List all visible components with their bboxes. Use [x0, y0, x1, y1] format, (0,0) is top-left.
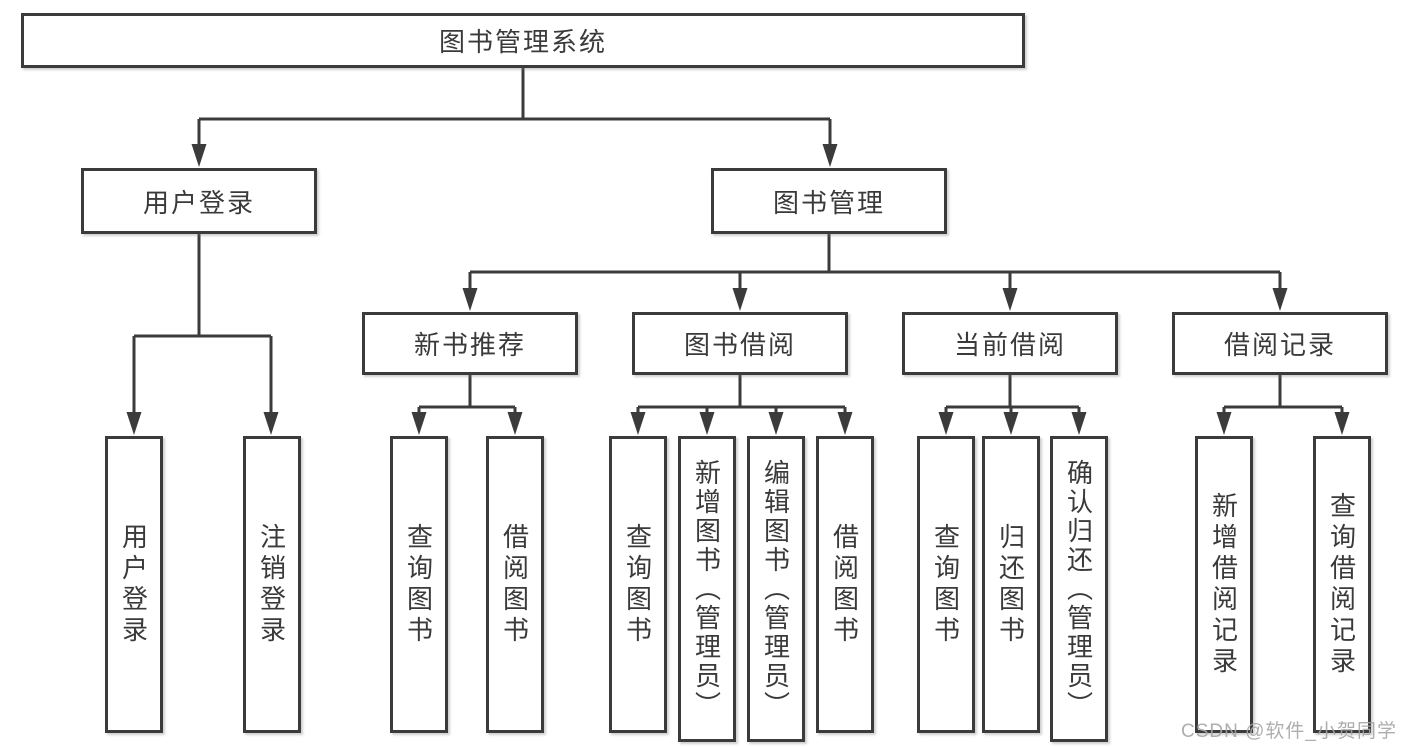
leaf-borrow-books-recommend: 借阅图书 — [486, 436, 544, 733]
node-book-management: 图书管理 — [711, 168, 947, 234]
node-label: 用户登录 — [142, 187, 255, 218]
leaf-borrow-books: 借阅图书 — [816, 436, 874, 733]
node-label: 借阅记录 — [1223, 330, 1336, 360]
leaf-user-login: 用户登录 — [105, 436, 163, 733]
node-current-borrowing: 当前借阅 — [902, 312, 1118, 375]
node-label: 新书推荐 — [413, 330, 526, 360]
leaf-label: 查询图书 — [930, 522, 961, 647]
leaf-add-borrow-record: 新增借阅记录 — [1195, 436, 1253, 733]
node-label: 图书借阅 — [683, 330, 796, 360]
node-label: 图书管理系统 — [438, 27, 607, 57]
leaf-label: 查询借阅记录 — [1326, 491, 1357, 678]
leaf-query-books-current: 查询图书 — [917, 436, 975, 733]
node-book-borrowing: 图书借阅 — [632, 312, 848, 375]
node-new-book-recommendation: 新书推荐 — [362, 312, 578, 375]
leaf-label: 借阅图书 — [829, 522, 860, 647]
node-user-login: 用户登录 — [81, 168, 317, 234]
leaf-label: 确认归还（管理员） — [1063, 458, 1094, 720]
csdn-watermark: CSDN @软件_小贺同学 — [1181, 721, 1397, 742]
node-label: 图书管理 — [772, 187, 885, 218]
leaf-label: 借阅图书 — [499, 522, 530, 647]
leaf-confirm-return-admin: 确认归还（管理员） — [1050, 436, 1108, 742]
leaf-label: 新增借阅记录 — [1208, 491, 1239, 678]
node-borrowing-records: 借阅记录 — [1172, 312, 1388, 375]
leaf-label: 新增图书（管理员） — [691, 458, 722, 720]
node-library-management-system: 图书管理系统 — [21, 13, 1025, 68]
leaf-label: 查询图书 — [403, 522, 434, 647]
leaf-logout: 注销登录 — [243, 436, 301, 733]
leaf-query-borrow-record: 查询借阅记录 — [1313, 436, 1371, 733]
leaf-label: 编辑图书（管理员） — [760, 458, 791, 720]
leaf-edit-books-admin: 编辑图书（管理员） — [747, 436, 805, 742]
leaf-label: 用户登录 — [118, 522, 149, 647]
leaf-add-books-admin: 新增图书（管理员） — [678, 436, 736, 742]
leaf-label: 查询图书 — [622, 522, 653, 647]
leaf-query-books-borrowing: 查询图书 — [609, 436, 667, 733]
leaf-return-books: 归还图书 — [982, 436, 1040, 733]
leaf-label: 注销登录 — [256, 522, 287, 647]
node-label: 当前借阅 — [953, 330, 1066, 360]
leaf-query-books-recommend: 查询图书 — [390, 436, 448, 733]
leaf-label: 归还图书 — [995, 522, 1026, 647]
